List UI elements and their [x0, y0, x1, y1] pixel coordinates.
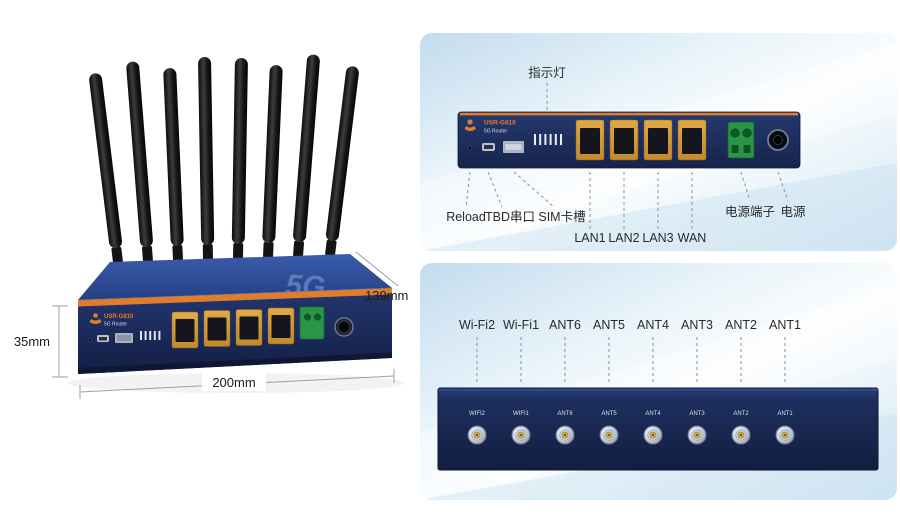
ant1-callout-label: ANT1	[769, 318, 801, 332]
ant1-port-label: ANT1	[777, 411, 793, 417]
antenna	[198, 57, 215, 261]
ant3-callout-label: ANT3	[681, 318, 713, 332]
ant2-port-label: ANT2	[733, 411, 749, 417]
antenna	[325, 66, 359, 257]
lan2-callout-label: LAN2	[608, 231, 639, 245]
lan3-callout-label: LAN3	[642, 231, 673, 245]
front-lan-port	[235, 309, 263, 346]
brand-logo-swoosh	[464, 126, 476, 131]
front-led-indicators	[140, 331, 161, 340]
front-sim-tray	[117, 335, 131, 341]
router-top-face	[78, 254, 392, 300]
dim-depth-label: 139mm	[365, 288, 408, 303]
tbd-serial-callout-label: TBD串口	[485, 210, 535, 224]
power-callout-label: 电源	[780, 205, 806, 219]
dim-height-label: 35mm	[14, 334, 50, 349]
front-power-terminal-block	[299, 306, 325, 340]
sma-connector	[599, 425, 619, 445]
antenna-panel-graphic: WIFI2 WIFI1 ANT6 ANT5 ANT4 ANT3 ANT2 ANT…	[437, 387, 879, 471]
antenna	[293, 54, 320, 258]
router-photo: 5G USR-G810 5G Router	[14, 54, 408, 399]
lan2-port	[609, 119, 639, 161]
wifi2-port-label: WIFI2	[469, 411, 486, 417]
reload-callout-label: Reload	[446, 210, 486, 224]
lan3-port	[643, 119, 673, 161]
indicator-callout-label: 指示灯	[528, 65, 566, 80]
front-top-edge	[77, 287, 393, 301]
front-brand-text: USR-G810	[104, 314, 134, 320]
antenna	[262, 65, 283, 259]
sma-connector	[731, 425, 751, 445]
sma-connector	[643, 425, 663, 445]
sim-callout-label: SIM卡槽	[538, 210, 585, 224]
lan1-callout-label: LAN1	[574, 231, 605, 245]
antenna	[231, 58, 248, 260]
callout-leader-lines	[476, 337, 786, 384]
ant5-port-label: ANT5	[601, 411, 617, 417]
ant3-port-label: ANT3	[689, 411, 705, 417]
ant5-callout-label: ANT5	[593, 318, 625, 332]
front-accent-stripe	[78, 288, 392, 307]
sma-connector	[775, 425, 795, 445]
dim-depth: 139mm	[355, 251, 408, 303]
antenna	[163, 68, 184, 262]
front-bottom-bevel	[78, 352, 392, 374]
sma-connector	[555, 425, 575, 445]
front-usb-slot	[99, 337, 107, 341]
front-lan-port	[203, 310, 231, 347]
power-terminal-callout-label: 电源端子	[725, 205, 775, 219]
front-wan-port	[267, 307, 295, 345]
wan-port	[677, 119, 707, 161]
front-lan-port	[171, 311, 199, 349]
sma-connector	[687, 425, 707, 445]
sim-tray	[504, 143, 523, 151]
back-panel-card: 指示灯 USR-G810 5G Router	[420, 33, 897, 251]
antenna	[89, 73, 123, 264]
front-reload-hole	[87, 337, 93, 343]
reload-hole	[467, 145, 473, 151]
ant2-callout-label: ANT2	[725, 318, 757, 332]
back-panel-graphic: USR-G810 5G Router	[457, 111, 801, 169]
wan-callout-label: WAN	[678, 231, 707, 245]
ant6-port-label: ANT6	[557, 411, 573, 417]
power-jack	[767, 129, 789, 151]
panel-accent-stripe	[460, 112, 798, 116]
wifi1-callout-label: Wi-Fi1	[503, 318, 539, 332]
led-indicators	[534, 134, 562, 145]
usb-slot	[484, 145, 493, 149]
brand-logo-icon	[93, 313, 98, 318]
dim-width: 200mm	[79, 369, 395, 399]
lan1-port	[575, 119, 605, 161]
ant4-port-label: ANT4	[645, 411, 661, 417]
wifi2-callout-label: Wi-Fi2	[459, 318, 495, 332]
dim-height: 35mm	[14, 305, 68, 378]
front-power-jack	[334, 317, 354, 337]
sma-connector	[467, 425, 487, 445]
dim-width-label: 200mm	[212, 375, 255, 390]
panel-brand-text: USR-G810	[484, 120, 516, 127]
brand-logo-icon	[467, 119, 473, 125]
ant6-callout-label: ANT6	[549, 318, 581, 332]
antenna	[126, 61, 153, 263]
front-brand-subtext: 5G Router	[104, 322, 127, 328]
brand-logo-swoosh	[89, 319, 102, 324]
panel-brand-subtext: 5G Router	[484, 129, 507, 135]
power-terminal-block	[727, 121, 755, 159]
ant4-callout-label: ANT4	[637, 318, 669, 332]
wifi1-port-label: WIFI1	[513, 411, 530, 417]
front-brand-logo: USR-G810 5G Router	[89, 313, 134, 328]
panel-brand-logo: USR-G810 5G Router	[464, 119, 516, 135]
antenna-panel-card: Wi-Fi2 Wi-Fi1 ANT6 ANT5 ANT4 ANT3 ANT2 A…	[420, 263, 897, 500]
callout-leader-lines	[465, 171, 789, 229]
sma-connector	[511, 425, 531, 445]
